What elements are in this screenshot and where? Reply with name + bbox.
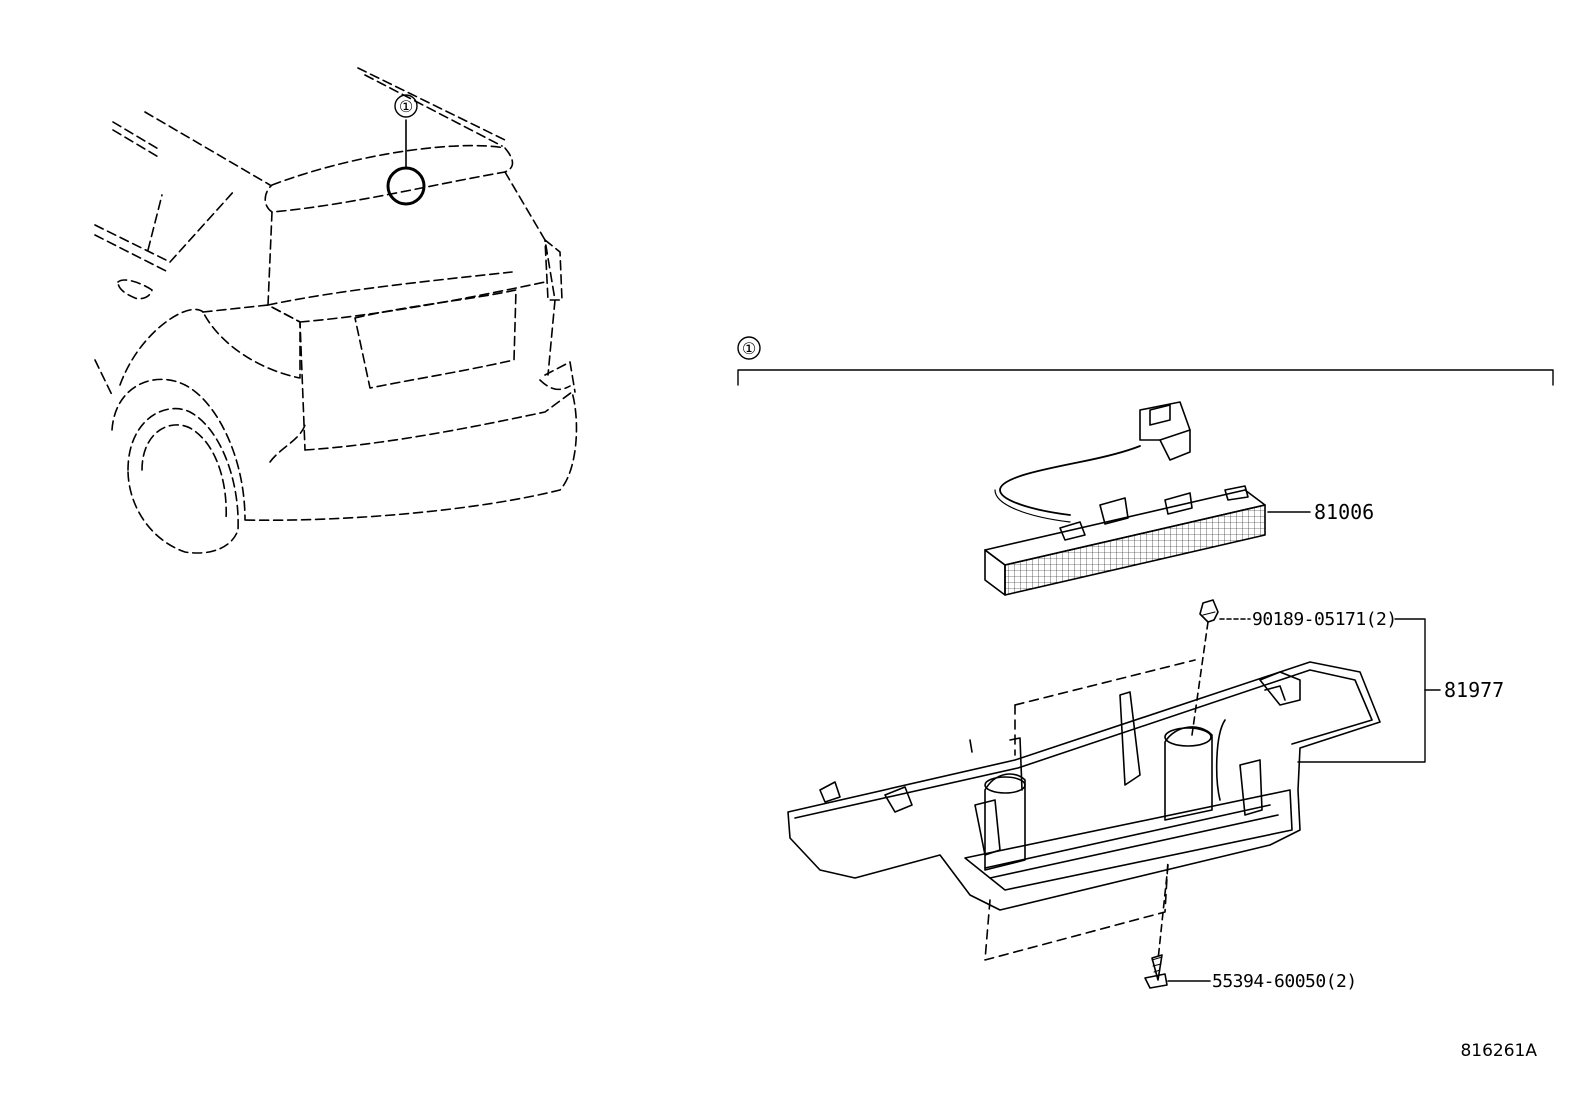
screw-part: 55394-60050(2) bbox=[1144, 864, 1357, 992]
figure-reference-number: 816261A bbox=[1460, 1041, 1537, 1061]
part-number-90189-05171: 90189-05171(2) bbox=[1252, 609, 1397, 630]
vehicle-rear-view bbox=[94, 67, 578, 554]
group-callout-number: ① bbox=[742, 339, 756, 358]
part-number-81006: 81006 bbox=[1314, 500, 1374, 524]
part-number-55394-60050: 55394-60050(2) bbox=[1212, 971, 1357, 992]
part-number-81977: 81977 bbox=[1444, 678, 1504, 702]
vehicle-callout: ① bbox=[386, 94, 426, 206]
cover-assembly bbox=[787, 659, 1381, 961]
stop-lamp-assembly: 81006 bbox=[984, 401, 1374, 596]
vehicle-callout-number: ① bbox=[399, 97, 413, 116]
clip-part: 90189-05171(2) 81977 bbox=[1191, 599, 1504, 763]
group-bracket: ① bbox=[737, 336, 1554, 386]
